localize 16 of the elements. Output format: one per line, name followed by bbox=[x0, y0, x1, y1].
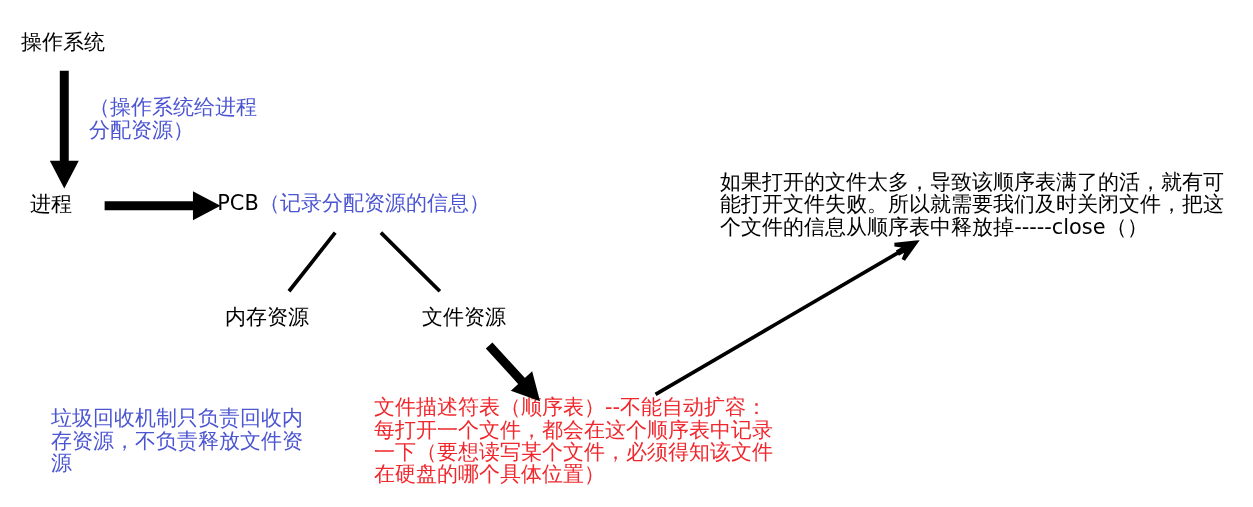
node-text: 操作系统 bbox=[21, 30, 105, 55]
node-text: 如果打开的文件太多，导致该顺序表满了的活，就有可能打开文件失败。所以就需要我们及时关闭文件，把这个文件的信息从顺序表中释放掉-----close（） bbox=[720, 169, 1225, 239]
edge-label: （操作系统给进程分配资源） bbox=[88, 95, 257, 142]
label: 垃圾回收机制只负责回收内存资源，不负责释放文件资源 bbox=[50, 406, 303, 476]
arrow bbox=[49, 70, 79, 189]
node-label: （记录分配资源的信息） bbox=[259, 190, 491, 215]
arrow bbox=[485, 342, 541, 402]
connector bbox=[379, 231, 442, 293]
node-text: PCB bbox=[217, 190, 259, 215]
node-text: 文件资源 bbox=[422, 304, 507, 329]
node-text: 内存资源 bbox=[225, 304, 310, 329]
connector bbox=[287, 231, 337, 293]
node-text: 进程 bbox=[29, 192, 72, 217]
arrow bbox=[654, 240, 918, 396]
node-text: 文件描述符表（顺序表）--不能自动扩容：每打开一个文件，都会在这个顺序表中记录一下（要想读写某个文件，必须得知该文件在硬盘的哪个具体位置） bbox=[373, 395, 773, 487]
arrow bbox=[104, 191, 221, 221]
